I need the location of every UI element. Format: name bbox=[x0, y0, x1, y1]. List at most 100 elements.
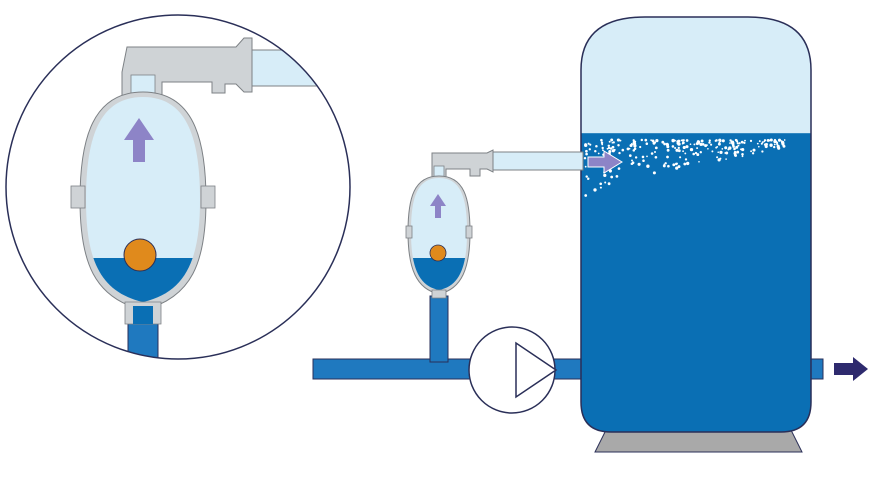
air-bubble bbox=[729, 142, 731, 144]
air-bubble bbox=[599, 182, 603, 186]
air-bubble bbox=[756, 142, 759, 145]
air-bubble bbox=[715, 146, 718, 149]
air-bubble bbox=[773, 145, 776, 149]
air-bubble bbox=[617, 144, 620, 147]
air-bubble bbox=[635, 156, 638, 159]
air-bubble bbox=[777, 146, 780, 149]
air-bubble bbox=[607, 146, 611, 150]
air-bubble bbox=[765, 143, 769, 146]
air-bubble bbox=[696, 147, 699, 150]
air-bubble bbox=[601, 146, 604, 150]
air-bubble bbox=[611, 142, 614, 144]
big-valve-float bbox=[123, 238, 157, 272]
air-bubble bbox=[608, 149, 612, 154]
air-bubble bbox=[751, 152, 755, 155]
air-bubble bbox=[761, 141, 764, 144]
air-bubble bbox=[637, 162, 641, 166]
air-bubble bbox=[744, 139, 746, 142]
air-bubble bbox=[696, 140, 700, 144]
air-bubble bbox=[710, 143, 713, 146]
air-bubble bbox=[650, 152, 654, 155]
air-bubble bbox=[740, 140, 744, 144]
small-valve-water bbox=[411, 258, 467, 290]
air-bubble bbox=[650, 139, 652, 141]
air-bubble bbox=[589, 143, 592, 146]
air-bubble bbox=[733, 153, 737, 157]
air-bubble bbox=[664, 162, 667, 165]
air-bubble bbox=[633, 140, 637, 144]
air-bubble bbox=[619, 139, 622, 142]
air-bubble bbox=[676, 162, 678, 165]
injection-pipe bbox=[492, 151, 584, 171]
air-bubble bbox=[655, 139, 659, 143]
air-bubble bbox=[584, 165, 587, 168]
air-bubble bbox=[666, 155, 669, 159]
air-bubble bbox=[714, 139, 717, 142]
air-bubble bbox=[716, 156, 719, 159]
air-bubble bbox=[680, 139, 683, 142]
air-bubble bbox=[587, 178, 589, 180]
air-bubble bbox=[601, 143, 604, 146]
air-bubble bbox=[692, 152, 695, 156]
air-bubble bbox=[671, 145, 675, 148]
air-bubble bbox=[729, 139, 732, 142]
air-bubble bbox=[698, 160, 700, 163]
air-bubble bbox=[640, 138, 644, 142]
air-bubble bbox=[737, 144, 740, 147]
air-bubble bbox=[685, 145, 689, 149]
air-bubble bbox=[683, 146, 686, 149]
air-bubble bbox=[603, 173, 607, 178]
air-bubble bbox=[711, 150, 714, 153]
air-bubble bbox=[758, 140, 761, 143]
air-bubble bbox=[721, 148, 724, 150]
air-bubble bbox=[749, 139, 753, 143]
air-bubble bbox=[741, 153, 744, 156]
air-bubble bbox=[653, 141, 657, 144]
air-bubble bbox=[662, 164, 666, 168]
air-bubble bbox=[652, 171, 656, 175]
air-bubble bbox=[611, 145, 615, 149]
air-bubble bbox=[684, 158, 688, 161]
air-bubble bbox=[718, 138, 722, 142]
air-bubble bbox=[675, 166, 679, 170]
air-bubble bbox=[618, 151, 621, 155]
air-bubble bbox=[683, 162, 687, 166]
air-bubble bbox=[693, 143, 696, 146]
air-bubble bbox=[741, 148, 745, 152]
air-bubble bbox=[667, 164, 670, 168]
air-bubble bbox=[600, 141, 604, 145]
air-bubble bbox=[776, 143, 779, 146]
air-bubble bbox=[585, 175, 588, 178]
air-bubble bbox=[677, 149, 681, 153]
air-bubble bbox=[674, 146, 677, 150]
air-bubble bbox=[686, 161, 690, 166]
detail-magnifier bbox=[5, 14, 351, 360]
air-bubble bbox=[682, 150, 684, 153]
air-bubble bbox=[700, 139, 704, 143]
big-valve-arrow-up-icon bbox=[124, 118, 154, 162]
air-bubble bbox=[585, 149, 588, 153]
small-valve-arrow-up-icon bbox=[430, 194, 446, 218]
air-bubble bbox=[778, 139, 781, 142]
air-bubble bbox=[694, 151, 698, 155]
tank-water bbox=[581, 133, 811, 432]
air-bubble bbox=[736, 150, 740, 154]
air-injection-arrow-icon bbox=[587, 150, 623, 174]
air-valve-small bbox=[405, 149, 494, 299]
air-bubble bbox=[773, 138, 777, 142]
air-bubble bbox=[617, 167, 621, 170]
air-bubble bbox=[761, 150, 764, 153]
air-bubble bbox=[732, 145, 735, 148]
small-valve-float bbox=[429, 244, 447, 262]
air-bubble bbox=[724, 146, 728, 150]
air-bubble bbox=[644, 138, 648, 142]
air-bubble bbox=[757, 145, 760, 148]
air-bubble bbox=[654, 146, 658, 150]
air-bubble bbox=[735, 145, 739, 149]
air-bubble bbox=[651, 139, 655, 143]
air-bubble bbox=[760, 142, 763, 145]
air-bubble bbox=[719, 150, 723, 155]
air-bubble bbox=[629, 144, 632, 147]
air-bubble bbox=[781, 140, 785, 145]
